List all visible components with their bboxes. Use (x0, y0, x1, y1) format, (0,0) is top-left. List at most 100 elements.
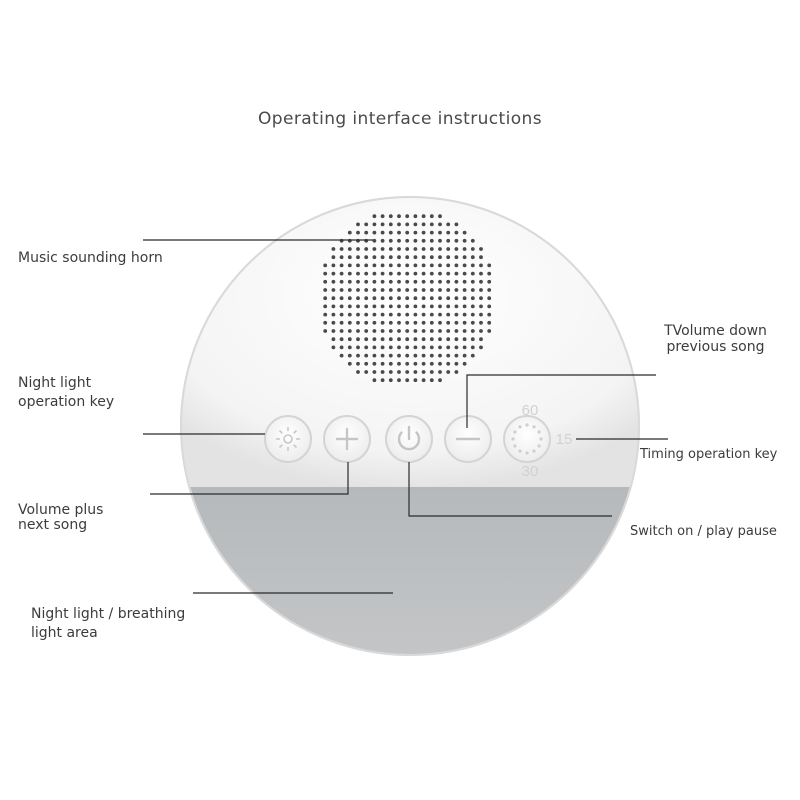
speaker-hole (372, 238, 377, 243)
speaker-hole (364, 312, 369, 317)
speaker-hole (339, 345, 344, 350)
speaker-hole (372, 312, 377, 317)
speaker-hole (462, 279, 467, 284)
speaker-hole (364, 222, 369, 227)
speaker-hole (429, 378, 434, 383)
speaker-hole (438, 288, 442, 292)
volume-down-label: TVolume down previous song (664, 323, 767, 355)
speaker-hole (339, 296, 344, 301)
speaker-hole (413, 304, 418, 309)
speaker-hole (479, 345, 483, 350)
speaker-hole (405, 312, 410, 317)
speaker-hole (331, 337, 336, 342)
speaker-hole (429, 238, 434, 243)
speaker-hole (372, 337, 377, 342)
leader-lines (143, 239, 668, 594)
speaker-hole (397, 378, 401, 383)
timer-button[interactable] (503, 415, 551, 463)
speaker-hole (397, 271, 401, 276)
speaker-hole (438, 320, 442, 325)
speaker-hole (438, 230, 442, 235)
speaker-hole (347, 255, 352, 260)
speaker-hole (347, 296, 352, 301)
speaker-hole (380, 288, 385, 292)
speaker-hole (429, 279, 434, 284)
speaker-hole (397, 320, 401, 325)
speaker-hole (397, 361, 401, 366)
speaker-hole (380, 320, 385, 325)
speaker-hole (479, 263, 483, 268)
speaker-hole (421, 353, 426, 358)
speaker-hole (380, 337, 385, 342)
speaker-hole (446, 361, 451, 366)
speaker-hole (454, 296, 459, 301)
speaker-hole (446, 222, 451, 227)
speaker-hole (347, 304, 352, 309)
speaker-hole (470, 329, 475, 333)
speaker-hole (462, 296, 467, 301)
speaker-hole (405, 271, 410, 276)
speaker-hole (372, 214, 377, 219)
timing-key-label: Timing operation key (640, 447, 778, 462)
speaker-hole (372, 230, 377, 235)
volume-plus-button[interactable] (323, 415, 371, 463)
speaker-hole (438, 247, 442, 251)
speaker-hole (454, 337, 459, 342)
speaker-hole (331, 263, 336, 268)
speaker-hole (364, 255, 369, 260)
power-button[interactable] (385, 415, 433, 463)
speaker-hole (454, 370, 459, 374)
speaker-hole (380, 247, 385, 251)
speaker-hole (429, 263, 434, 268)
speaker-hole (429, 329, 434, 333)
speaker-hole (462, 304, 467, 309)
timer-dial-icon (511, 423, 543, 455)
speaker-hole (347, 279, 352, 284)
speaker-hole (446, 370, 451, 374)
speaker-hole (429, 304, 434, 309)
timer-dot (539, 437, 543, 441)
speaker-hole (421, 255, 426, 260)
speaker-hole (405, 263, 410, 268)
speaker-hole (347, 361, 352, 366)
speaker-hole (380, 312, 385, 317)
speaker-hole (438, 271, 442, 276)
speaker-hole (438, 238, 442, 243)
speaker-hole (438, 361, 442, 366)
speaker-hole (372, 288, 377, 292)
timer-mark-15: 15 (556, 431, 573, 448)
speaker-hole (397, 304, 401, 309)
speaker-hole (364, 370, 369, 374)
volume-down-leader-line (466, 374, 656, 428)
volume-plus-label: Volume plus next song (18, 502, 104, 533)
speaker-hole (356, 312, 360, 317)
timer-dot (532, 449, 536, 453)
speaker-hole (429, 296, 434, 301)
timer-dot (532, 425, 536, 429)
speaker-hole (470, 304, 475, 309)
speaker-hole (438, 222, 442, 227)
speaker-hole (364, 271, 369, 276)
speaker-hole (397, 353, 401, 358)
night-light-button[interactable] (264, 415, 312, 463)
speaker-hole (462, 353, 467, 358)
switch-on-leader-line (408, 462, 612, 517)
speaker-hole (487, 312, 492, 317)
speaker-hole (413, 279, 418, 284)
speaker-hole (413, 329, 418, 333)
speaker-hole (446, 337, 451, 342)
volume-minus-button[interactable] (444, 415, 492, 463)
speaker-hole (479, 312, 483, 317)
speaker-hole (462, 238, 467, 243)
switch-on-label: Switch on / play pause (630, 524, 777, 539)
speaker-hole (380, 329, 385, 333)
speaker-hole (339, 288, 344, 292)
speaker-hole (397, 312, 401, 317)
speaker-hole (356, 345, 360, 350)
speaker-hole (470, 353, 475, 358)
speaker-hole (339, 247, 344, 251)
speaker-hole (339, 312, 344, 317)
speaker-hole (438, 345, 442, 350)
speaker-hole (380, 378, 385, 383)
speaker-hole (413, 296, 418, 301)
